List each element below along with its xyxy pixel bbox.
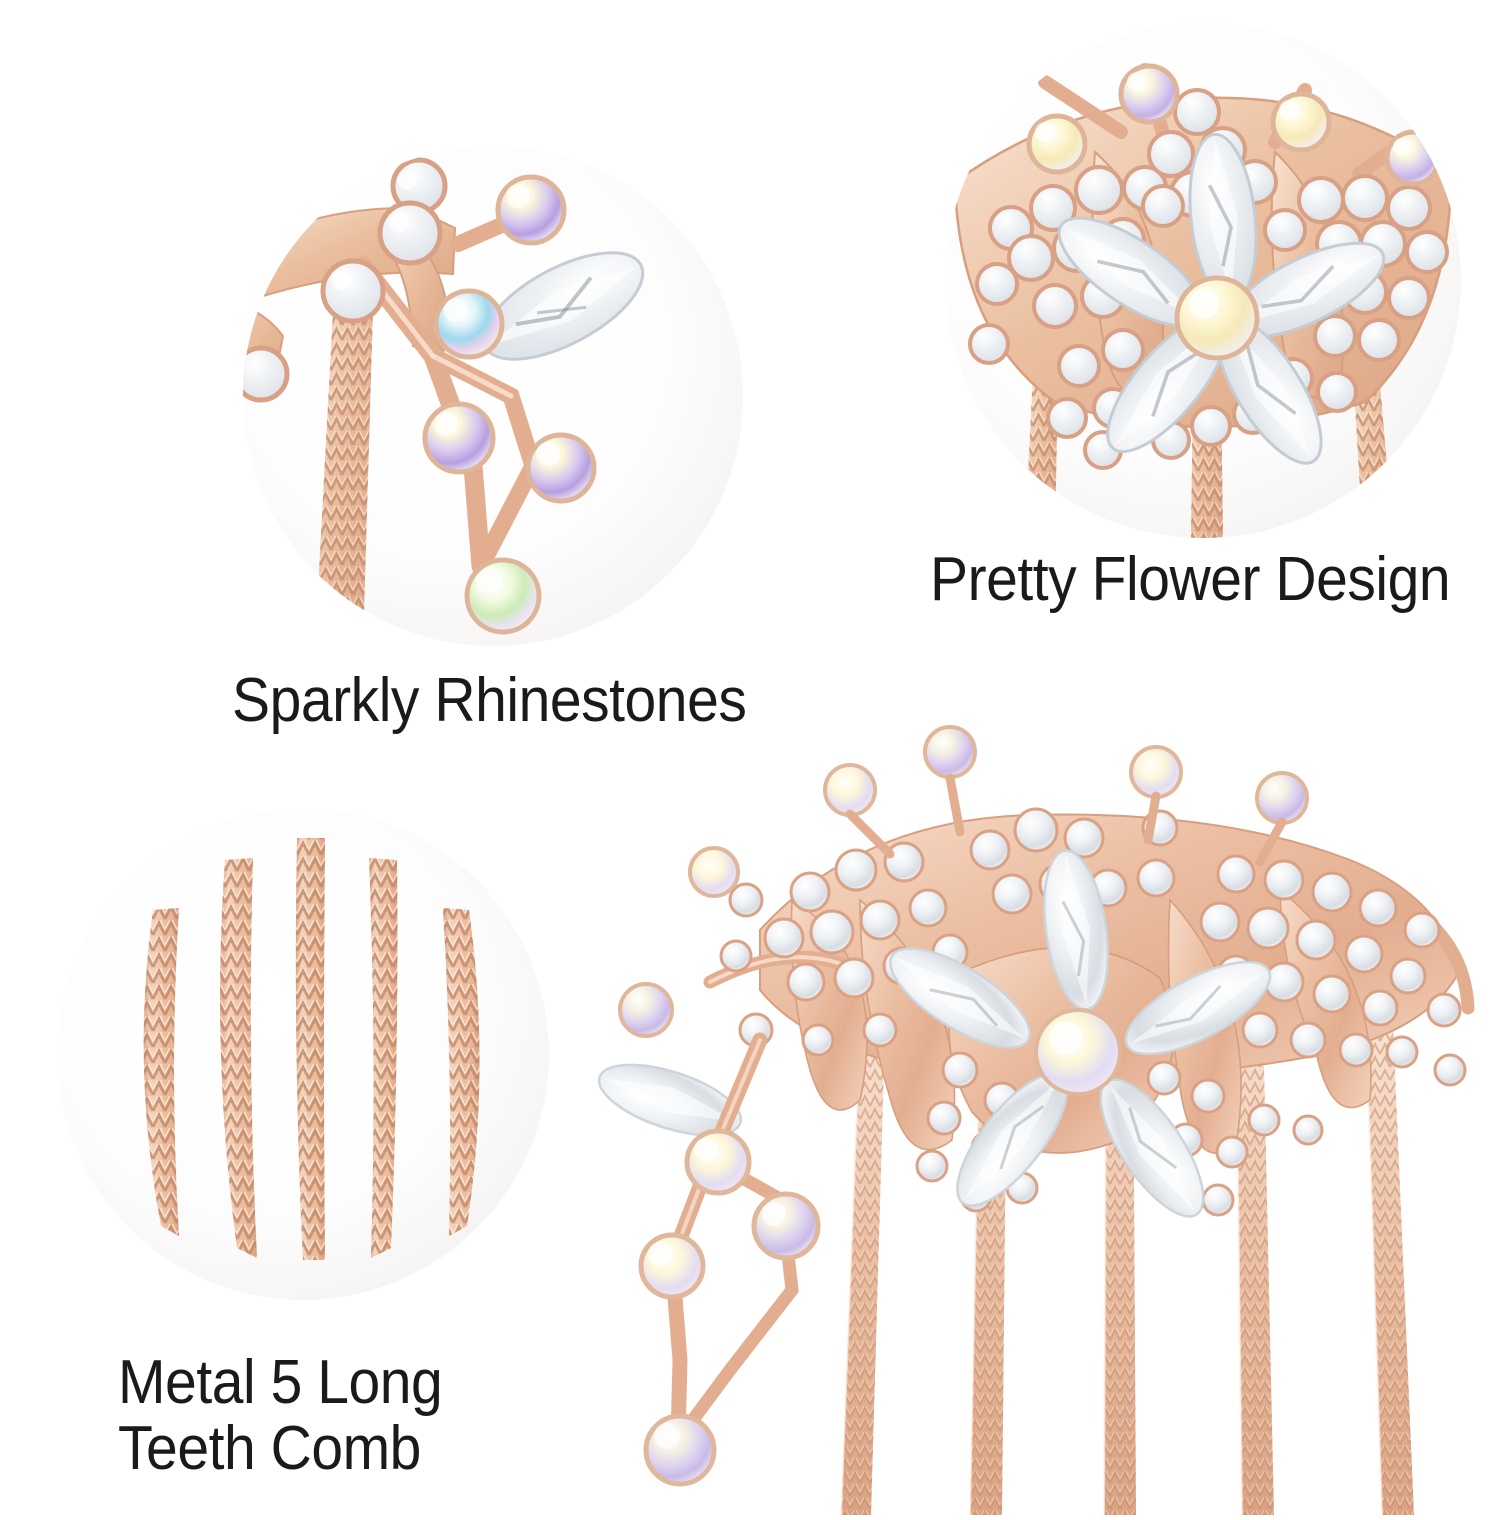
ab-crystal-icon [638, 1128, 821, 1487]
ab-crystal-icon [422, 174, 597, 635]
ab-crystal-icon [618, 725, 1309, 1038]
comb-tooth-icon [315, 274, 374, 646]
comb-tooth-icon [143, 838, 480, 1260]
marquise-crystal-icon [1057, 132, 1386, 465]
ab-crystal-icon [1026, 63, 1442, 361]
ab-crystal-icon [1034, 1008, 1122, 1096]
comb-teeth-detail-circle [57, 808, 549, 1300]
caption-sparkly-rhinestones: Sparkly Rhinestones [232, 666, 747, 735]
caption-metal-5-long-teeth-comb: Metal 5 Long Teeth Comb [118, 1348, 443, 1483]
rhinestone-vine [638, 1032, 821, 1487]
caption-pretty-flower-design: Pretty Flower Design [930, 545, 1451, 614]
marquise-crystal-icon [481, 251, 645, 361]
comb-body-ornament [243, 206, 543, 576]
flower-detail-circle [945, 22, 1461, 538]
marquise-crystal-icon [597, 849, 1272, 1218]
rhinestone-detail-circle [243, 146, 743, 646]
hair-comb-product-photo [560, 600, 1500, 1520]
round-crystal-icon [243, 157, 448, 403]
